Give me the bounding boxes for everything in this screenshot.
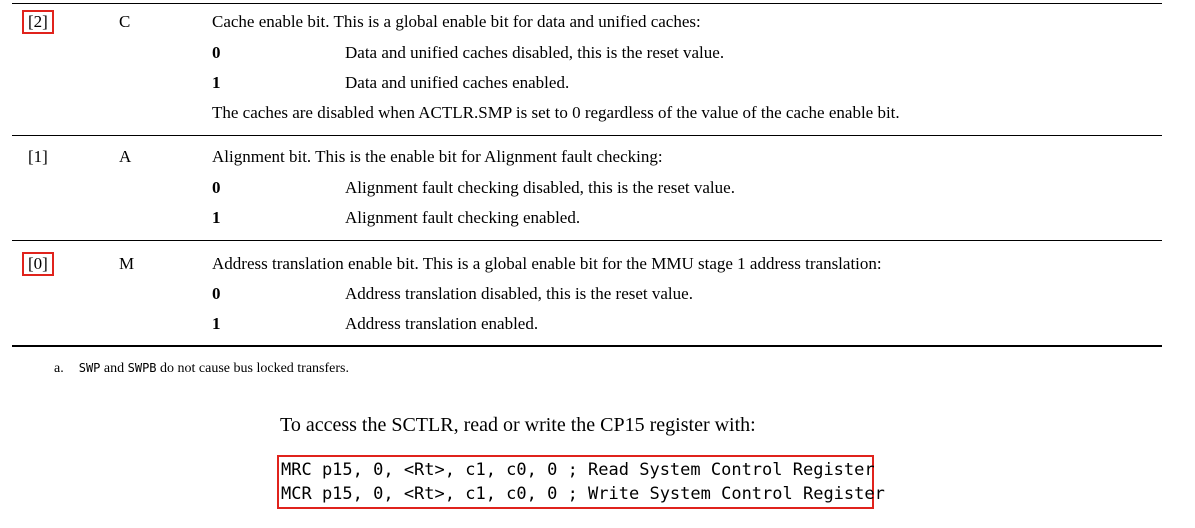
table-bottom-rule (12, 345, 1162, 347)
access-instruction: To access the SCTLR, read or write the C… (280, 414, 756, 436)
row-divider (12, 135, 1162, 136)
footnote-text: do not cause bus locked transfers. (160, 361, 349, 376)
value-key: 0 (212, 178, 221, 197)
code-line-write: MCR p15, 0, <Rt>, c1, c0, 0 ; Write Syst… (281, 484, 885, 504)
bit-number: [0] (22, 252, 54, 276)
field-note: The caches are disabled when ACTLR.SMP i… (212, 103, 900, 122)
field-name: C (119, 12, 131, 31)
value-text: Address translation enabled. (345, 314, 539, 333)
code-line-read: MRC p15, 0, <Rt>, c1, c0, 0 ; Read Syste… (281, 460, 875, 480)
row-divider (12, 240, 1162, 241)
field-name: M (119, 254, 135, 273)
value-key: 0 (212, 284, 221, 303)
field-description: Alignment bit. This is the enable bit fo… (212, 147, 663, 166)
row-divider (12, 3, 1162, 4)
footnote-marker: a. (54, 361, 64, 376)
footnote: a. SWP and SWPB do not cause bus locked … (54, 360, 349, 377)
bit-number: [1] (28, 147, 48, 166)
footnote-code: SWP (78, 361, 101, 375)
value-key: 1 (212, 208, 221, 227)
value-text: Data and unified caches enabled. (345, 73, 570, 92)
footnote-word: and (103, 361, 125, 376)
value-key: 0 (212, 43, 221, 62)
value-text: Alignment fault checking disabled, this … (345, 178, 735, 197)
field-description: Address translation enable bit. This is … (212, 254, 882, 273)
code-block: MRC p15, 0, <Rt>, c1, c0, 0 ; Read Syste… (277, 455, 885, 509)
bit-number: [2] (22, 10, 54, 34)
footnote-code: SWPB (127, 361, 157, 375)
field-description: Cache enable bit. This is a global enabl… (212, 12, 701, 31)
value-key: 1 (212, 73, 221, 92)
field-name: A (119, 147, 132, 166)
value-key: 1 (212, 314, 221, 333)
value-text: Alignment fault checking enabled. (345, 208, 581, 227)
value-text: Address translation disabled, this is th… (345, 284, 693, 303)
value-text: Data and unified caches disabled, this i… (345, 43, 725, 62)
